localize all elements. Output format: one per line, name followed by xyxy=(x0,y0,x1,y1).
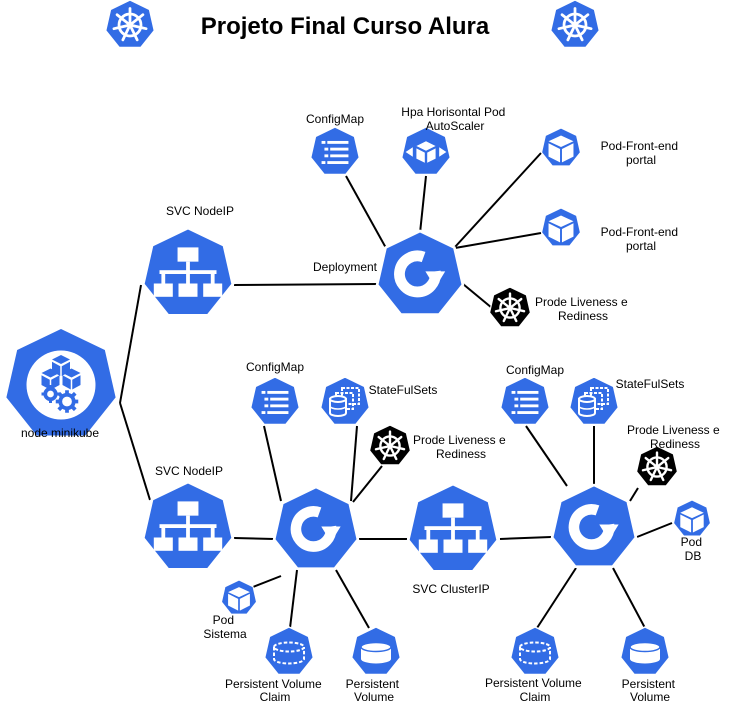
statefulsets-right-label: StateFulSets xyxy=(616,377,685,391)
probe-left-label: Prode Liveness e Rediness xyxy=(413,433,509,461)
edge-node-svc-bottom xyxy=(119,402,151,501)
deployment-icon xyxy=(375,229,465,316)
edge-deployment-hpa xyxy=(419,175,427,234)
pvc-right-icon xyxy=(509,626,561,676)
edge-deployment-configmap xyxy=(345,175,387,249)
pv-left-icon xyxy=(350,626,402,676)
pod-front-1-label: Pod-Front-end portal xyxy=(601,139,682,167)
hpa-icon xyxy=(400,126,452,176)
deployment-right-icon xyxy=(550,483,638,568)
probe-left-icon xyxy=(368,424,412,466)
configmap-icon xyxy=(309,126,361,176)
configmap-right-label: ConfigMap xyxy=(506,363,564,377)
deployment-left-icon xyxy=(272,485,360,570)
edge-right-pod-db xyxy=(636,522,673,538)
configmap-left-icon xyxy=(249,376,301,426)
statefulsets-right-icon xyxy=(568,376,620,426)
svc-clusterip-label: SVC ClusterIP xyxy=(412,582,489,596)
title-helm-icon-right xyxy=(549,0,601,49)
pod-front-1-icon xyxy=(540,127,582,167)
pv-right-label: Persistent Volume xyxy=(622,677,679,704)
svc-nodeip-bottom-icon xyxy=(141,480,235,571)
deployment-label: Deployment xyxy=(313,260,378,274)
probe-top-icon xyxy=(488,286,532,328)
edge-svc-left-deploy xyxy=(233,537,275,540)
edge-svc-deployment xyxy=(233,283,379,286)
statefulsets-left-label: StateFulSets xyxy=(369,383,438,397)
probe-top-label: Prode Liveness e Rediness xyxy=(535,295,631,323)
configmap-top-label: ConfigMap xyxy=(306,112,364,126)
pod-front-2-icon xyxy=(540,207,582,247)
pod-front-2-label: Pod-Front-end portal xyxy=(601,225,682,253)
title-helm-icon-left xyxy=(104,0,156,49)
connectors xyxy=(119,152,673,629)
pv-left-label: Persistent Volume xyxy=(346,677,403,704)
edge-deployment-probe xyxy=(462,283,493,309)
edge-right-pvc xyxy=(536,567,577,629)
edge-deployment-pod-front-1 xyxy=(454,152,542,248)
node-label: node minikube xyxy=(21,426,99,440)
edge-left-probe xyxy=(352,465,383,503)
edge-right-probe xyxy=(629,487,639,502)
pvc-left-icon xyxy=(263,626,315,676)
edge-left-pod-sistema xyxy=(252,575,282,588)
hpa-label: Hpa Horisontal Pod AutoScaler xyxy=(401,105,508,133)
configmap-right-icon xyxy=(499,376,551,426)
svc-nodeip-top-label: SVC NodeIP xyxy=(166,204,234,218)
probe-right-label: Prode Liveness e Rediness xyxy=(627,423,723,451)
svc-nodeip-top-icon xyxy=(141,226,235,317)
probe-right-icon xyxy=(635,445,679,487)
pod-sistema-icon xyxy=(220,579,258,615)
edge-left-pvc xyxy=(289,569,298,629)
edge-left-statefulsets xyxy=(350,425,358,502)
pvc-right-label: Persistent Volume Claim xyxy=(485,676,585,704)
edge-left-configmap xyxy=(263,425,282,502)
pv-right-icon xyxy=(619,626,671,676)
svc-clusterip-icon xyxy=(406,482,500,573)
diagram-title: Projeto Final Curso Alura xyxy=(201,13,490,40)
pod-sistema-label: Pod Sistema xyxy=(203,613,247,641)
pod-db-icon xyxy=(672,499,712,537)
edge-clusterip-right xyxy=(499,536,552,540)
node-icon xyxy=(2,325,120,439)
edge-deployment-pod-front-2 xyxy=(454,232,542,249)
configmap-left-label: ConfigMap xyxy=(246,360,304,374)
edge-right-pv xyxy=(612,567,646,629)
pvc-left-label: Persistent Volume Claim xyxy=(225,677,325,704)
edge-right-configmap xyxy=(525,425,568,487)
edge-left-pv xyxy=(335,569,370,629)
pod-db-label: Pod DB xyxy=(681,535,706,563)
svc-nodeip-bottom-label: SVC NodeIP xyxy=(155,464,223,478)
statefulsets-left-icon xyxy=(319,376,371,426)
edge-node-svc-top xyxy=(119,284,142,404)
